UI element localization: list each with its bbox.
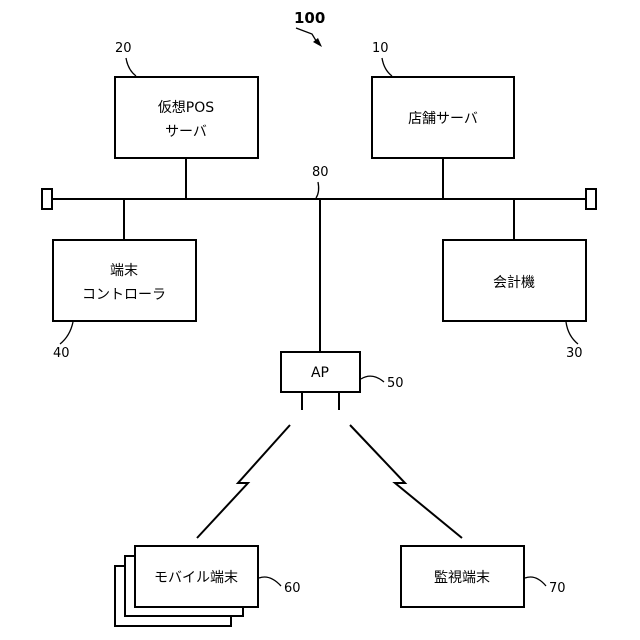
store-server-node: 店舗サーバ 10 — [372, 41, 514, 158]
virtual-pos-server-ref-leader — [126, 58, 136, 76]
store-server-ref-leader — [382, 58, 392, 76]
terminal-controller-label-line1: 端末 — [110, 263, 138, 279]
access-point-ref-leader — [361, 376, 384, 382]
checkout-machine-ref: 30 — [566, 346, 583, 361]
virtual-pos-server-box — [115, 77, 258, 158]
monitoring-terminal-label: 監視端末 — [434, 569, 490, 586]
system-ref-arrowhead — [313, 38, 322, 47]
wireless-link-monitoring-terminal — [350, 425, 462, 538]
virtual-pos-server-label-line1: 仮想POS — [158, 100, 214, 116]
checkout-machine-node: 会計機 30 — [443, 240, 586, 361]
terminal-controller-node: 端末 コントローラ 40 — [53, 240, 196, 361]
mobile-terminal-ref-leader — [259, 577, 281, 586]
monitoring-terminal-ref: 70 — [549, 581, 566, 596]
wireless-link-mobile-terminal — [197, 425, 290, 538]
bus-terminator-left — [42, 189, 52, 209]
checkout-machine-label: 会計機 — [493, 275, 535, 291]
mobile-terminal-label: モバイル端末 — [154, 570, 238, 586]
mobile-terminal-ref: 60 — [284, 581, 301, 596]
access-point-ref: 50 — [387, 376, 404, 391]
monitoring-terminal-node: 監視端末 70 — [401, 546, 566, 607]
monitoring-terminal-ref-leader — [525, 577, 546, 586]
network-ref-leader — [316, 182, 319, 198]
access-point-node: AP 50 — [281, 352, 404, 410]
mobile-terminal-node: モバイル端末 60 — [115, 546, 301, 626]
network-ref-label: 80 — [312, 165, 329, 180]
terminal-controller-ref-leader — [60, 322, 73, 344]
bus-terminator-right — [586, 189, 596, 209]
system-ref-label: 100 — [294, 9, 325, 27]
terminal-controller-ref: 40 — [53, 346, 70, 361]
store-server-label: 店舗サーバ — [408, 111, 478, 127]
terminal-controller-box — [53, 240, 196, 321]
store-server-ref: 10 — [372, 41, 389, 56]
virtual-pos-server-label-line2: サーバ — [165, 124, 207, 140]
access-point-label: AP — [311, 365, 329, 381]
virtual-pos-server-node: 仮想POS サーバ 20 — [115, 41, 258, 158]
checkout-machine-ref-leader — [566, 322, 578, 344]
virtual-pos-server-ref: 20 — [115, 41, 132, 56]
terminal-controller-label-line2: コントローラ — [82, 287, 166, 303]
